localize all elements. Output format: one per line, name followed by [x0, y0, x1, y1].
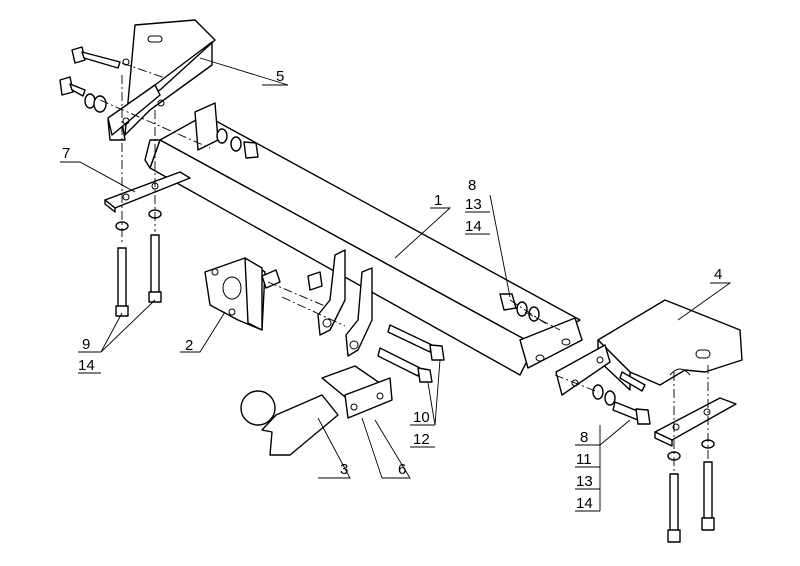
callout-7: 7 — [62, 145, 70, 162]
right-bottom-plate — [654, 397, 737, 447]
callout-6: 6 — [398, 461, 406, 478]
callout-8-top: 8 — [468, 177, 476, 194]
left-top-bolts — [59, 46, 259, 159]
left-vertical-bolts — [115, 209, 162, 317]
right-vertical-bolts — [667, 439, 715, 543]
callout-14-top: 14 — [465, 218, 482, 235]
assembly-axes — [99, 62, 709, 472]
callout-14-left: 14 — [78, 357, 95, 374]
leader-lines — [60, 57, 732, 512]
callout-labels: 1 2 3 4 5 6 7 8 13 14 9 14 10 12 8 11 13… — [62, 68, 722, 512]
callout-11: 11 — [576, 451, 592, 468]
center-bolts — [377, 324, 445, 383]
right-bracket — [555, 299, 743, 396]
callout-2: 2 — [185, 337, 193, 354]
ball-mount — [240, 365, 393, 456]
callout-13-top: 13 — [465, 196, 482, 213]
left-top-bracket — [107, 19, 216, 141]
right-lower-fasteners — [592, 384, 651, 425]
main-crossbar — [144, 102, 583, 376]
callout-13-bottom: 13 — [576, 473, 593, 490]
callout-1: 1 — [434, 192, 442, 209]
callout-4: 4 — [714, 266, 722, 283]
socket-bracket — [204, 257, 323, 331]
callout-9: 9 — [82, 336, 90, 353]
left-bottom-plate — [104, 171, 191, 213]
callout-10: 10 — [413, 409, 430, 426]
callout-8-bottom: 8 — [580, 429, 588, 446]
callout-5: 5 — [276, 68, 284, 85]
callout-3: 3 — [340, 461, 348, 478]
callout-12: 12 — [413, 431, 430, 448]
callout-14-bottom: 14 — [576, 495, 593, 512]
